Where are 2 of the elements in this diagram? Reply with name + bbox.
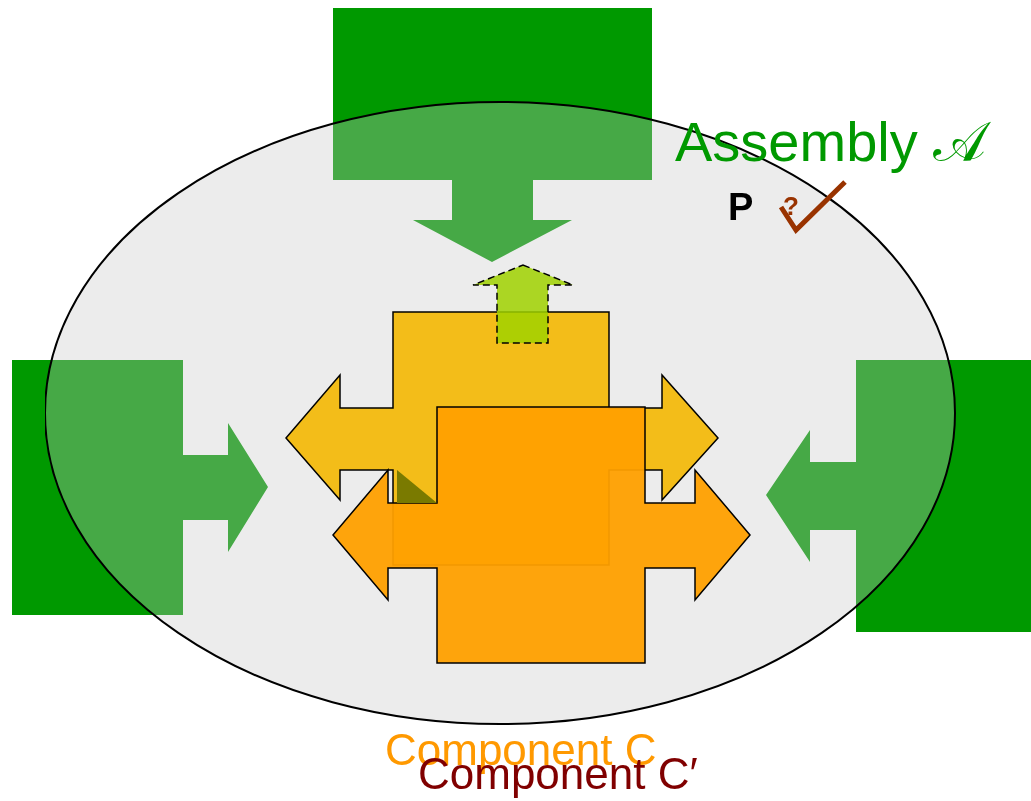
question-mark: ? — [783, 193, 799, 219]
point-label: P — [728, 188, 754, 226]
